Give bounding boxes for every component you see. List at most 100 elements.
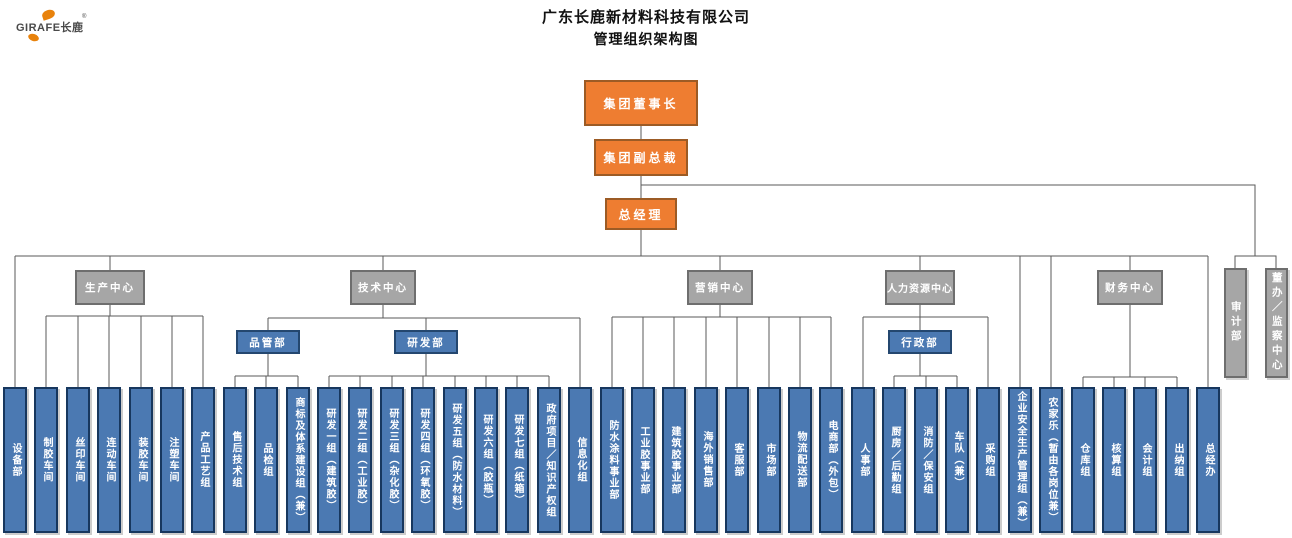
org-unit: 工业胶事业部 — [631, 387, 655, 533]
org-unit: 海外销售部 — [694, 387, 718, 533]
node-label: 厨房／后勤组 — [889, 425, 900, 495]
node-label: 研发四组（环氧胶） — [418, 408, 429, 512]
node-label: 消防／保安组 — [921, 425, 932, 495]
chart-title-block: 广东长鹿新材料科技有限公司 管理组织架构图 — [0, 6, 1292, 51]
org-unit: 出纳组 — [1165, 387, 1189, 533]
node-production-center: 生产中心 — [75, 270, 145, 305]
node-label: 审计部 — [1229, 301, 1242, 345]
node-label: 设备部 — [10, 442, 21, 478]
node-board-office: 董办／监察中心 — [1265, 268, 1288, 378]
org-unit: 制胶车间 — [34, 387, 58, 533]
node-label: 研发三组（杂化胶） — [387, 408, 398, 512]
node-label: 人事部 — [858, 442, 869, 478]
logo-text: GIRAFE长鹿 — [16, 22, 84, 34]
node-label: 行政部 — [901, 336, 939, 349]
org-unit: 品检组 — [254, 387, 278, 533]
node-label: 集团董事长 — [603, 96, 679, 111]
node-label: 车队（兼） — [952, 431, 963, 489]
org-unit: 研发二组（工业胶） — [348, 387, 372, 533]
org-unit: 农家乐（暂由各岗位兼） — [1039, 387, 1063, 533]
node-label: 研发一组（建筑胶） — [324, 408, 335, 512]
node-label: 研发部 — [407, 336, 445, 349]
node-rnd-dept: 研发部 — [394, 330, 458, 354]
org-unit: 研发七组（纸箱） — [505, 387, 529, 533]
node-label: 防水涂料事业部 — [607, 419, 618, 501]
node-technology-center: 技术中心 — [350, 270, 416, 305]
node-label: 客服部 — [732, 442, 743, 478]
node-label: 财务中心 — [1105, 282, 1155, 294]
org-unit: 采购组 — [976, 387, 1000, 533]
company-name-title: 广东长鹿新材料科技有限公司 — [541, 8, 750, 26]
node-marketing-center: 营销中心 — [687, 270, 753, 305]
org-unit: 售后技术组 — [223, 387, 247, 533]
node-label: 研发五组（防水材料） — [450, 402, 461, 518]
org-unit: 连动车间 — [97, 387, 121, 533]
org-unit: 人事部 — [851, 387, 875, 533]
org-unit: 研发六组（胶瓶） — [474, 387, 498, 533]
org-unit: 建筑胶事业部 — [662, 387, 686, 533]
node-label: 商标及体系建设组（兼） — [293, 396, 304, 524]
org-unit: 客服部 — [725, 387, 749, 533]
node-label: 采购组 — [983, 442, 994, 478]
node-label: 出纳组 — [1172, 442, 1183, 478]
node-label: 仓库组 — [1078, 442, 1089, 478]
node-label: 信息化组 — [575, 437, 586, 483]
org-unit: 设备部 — [3, 387, 27, 533]
company-logo: GIRAFE长鹿 ® — [16, 8, 96, 46]
node-label: 生产中心 — [85, 282, 135, 294]
node-label: 品管部 — [249, 336, 287, 349]
org-unit: 核算组 — [1102, 387, 1126, 533]
node-audit-dept: 审计部 — [1224, 268, 1247, 378]
node-label: 研发七组（纸箱） — [512, 414, 523, 506]
node-label: 董办／监察中心 — [1270, 272, 1283, 374]
org-unit: 物流配送部 — [788, 387, 812, 533]
node-quality-dept: 品管部 — [236, 330, 300, 354]
org-unit: 企业安全生产管理组（兼） — [1008, 387, 1032, 533]
org-unit: 会计组 — [1133, 387, 1157, 533]
node-label: 制胶车间 — [41, 437, 52, 483]
org-unit: 信息化组 — [568, 387, 592, 533]
node-group-chairman: 集团董事长 — [584, 80, 698, 126]
node-label: 品检组 — [261, 442, 272, 478]
node-label: 总经理 — [618, 207, 664, 222]
chart-subtitle: 管理组织架构图 — [593, 32, 699, 48]
org-unit: 研发四组（环氧胶） — [411, 387, 435, 533]
node-label: 会计组 — [1140, 442, 1151, 478]
node-label: 海外销售部 — [701, 431, 712, 489]
node-label: 营销中心 — [695, 282, 745, 294]
node-label: 物流配送部 — [795, 431, 806, 489]
node-label: 研发二组（工业胶） — [355, 408, 366, 512]
node-label: 产品工艺组 — [198, 431, 209, 489]
node-label: 连动车间 — [104, 437, 115, 483]
org-unit: 防水涂料事业部 — [600, 387, 624, 533]
node-label: 电商部（外包） — [826, 419, 837, 501]
org-unit: 市场部 — [757, 387, 781, 533]
registered-mark: ® — [82, 14, 87, 20]
node-label: 售后技术组 — [230, 431, 241, 489]
org-unit: 车队（兼） — [945, 387, 969, 533]
node-label: 研发六组（胶瓶） — [481, 414, 492, 506]
node-label: 工业胶事业部 — [638, 425, 649, 495]
org-unit: 丝印车间 — [66, 387, 90, 533]
org-unit: 研发五组（防水材料） — [443, 387, 467, 533]
node-label: 丝印车间 — [73, 437, 84, 483]
org-unit: 注塑车间 — [160, 387, 184, 533]
node-label: 建筑胶事业部 — [669, 425, 680, 495]
node-label: 集团副总裁 — [603, 151, 679, 165]
node-label: 市场部 — [764, 442, 775, 478]
node-label: 注塑车间 — [167, 437, 178, 483]
org-unit: 仓库组 — [1071, 387, 1095, 533]
node-label: 政府项目／知识产权组 — [544, 402, 555, 518]
org-unit: 产品工艺组 — [191, 387, 215, 533]
node-label: 装胶车间 — [136, 437, 147, 483]
node-finance-center: 财务中心 — [1097, 270, 1163, 305]
org-unit: 装胶车间 — [129, 387, 153, 533]
org-unit: 厨房／后勤组 — [882, 387, 906, 533]
node-group-vice-president: 集团副总裁 — [594, 139, 688, 176]
org-unit: 政府项目／知识产权组 — [537, 387, 561, 533]
org-unit: 总经办 — [1196, 387, 1220, 533]
node-label: 核算组 — [1109, 442, 1120, 478]
node-label: 人力资源中心 — [887, 284, 953, 295]
